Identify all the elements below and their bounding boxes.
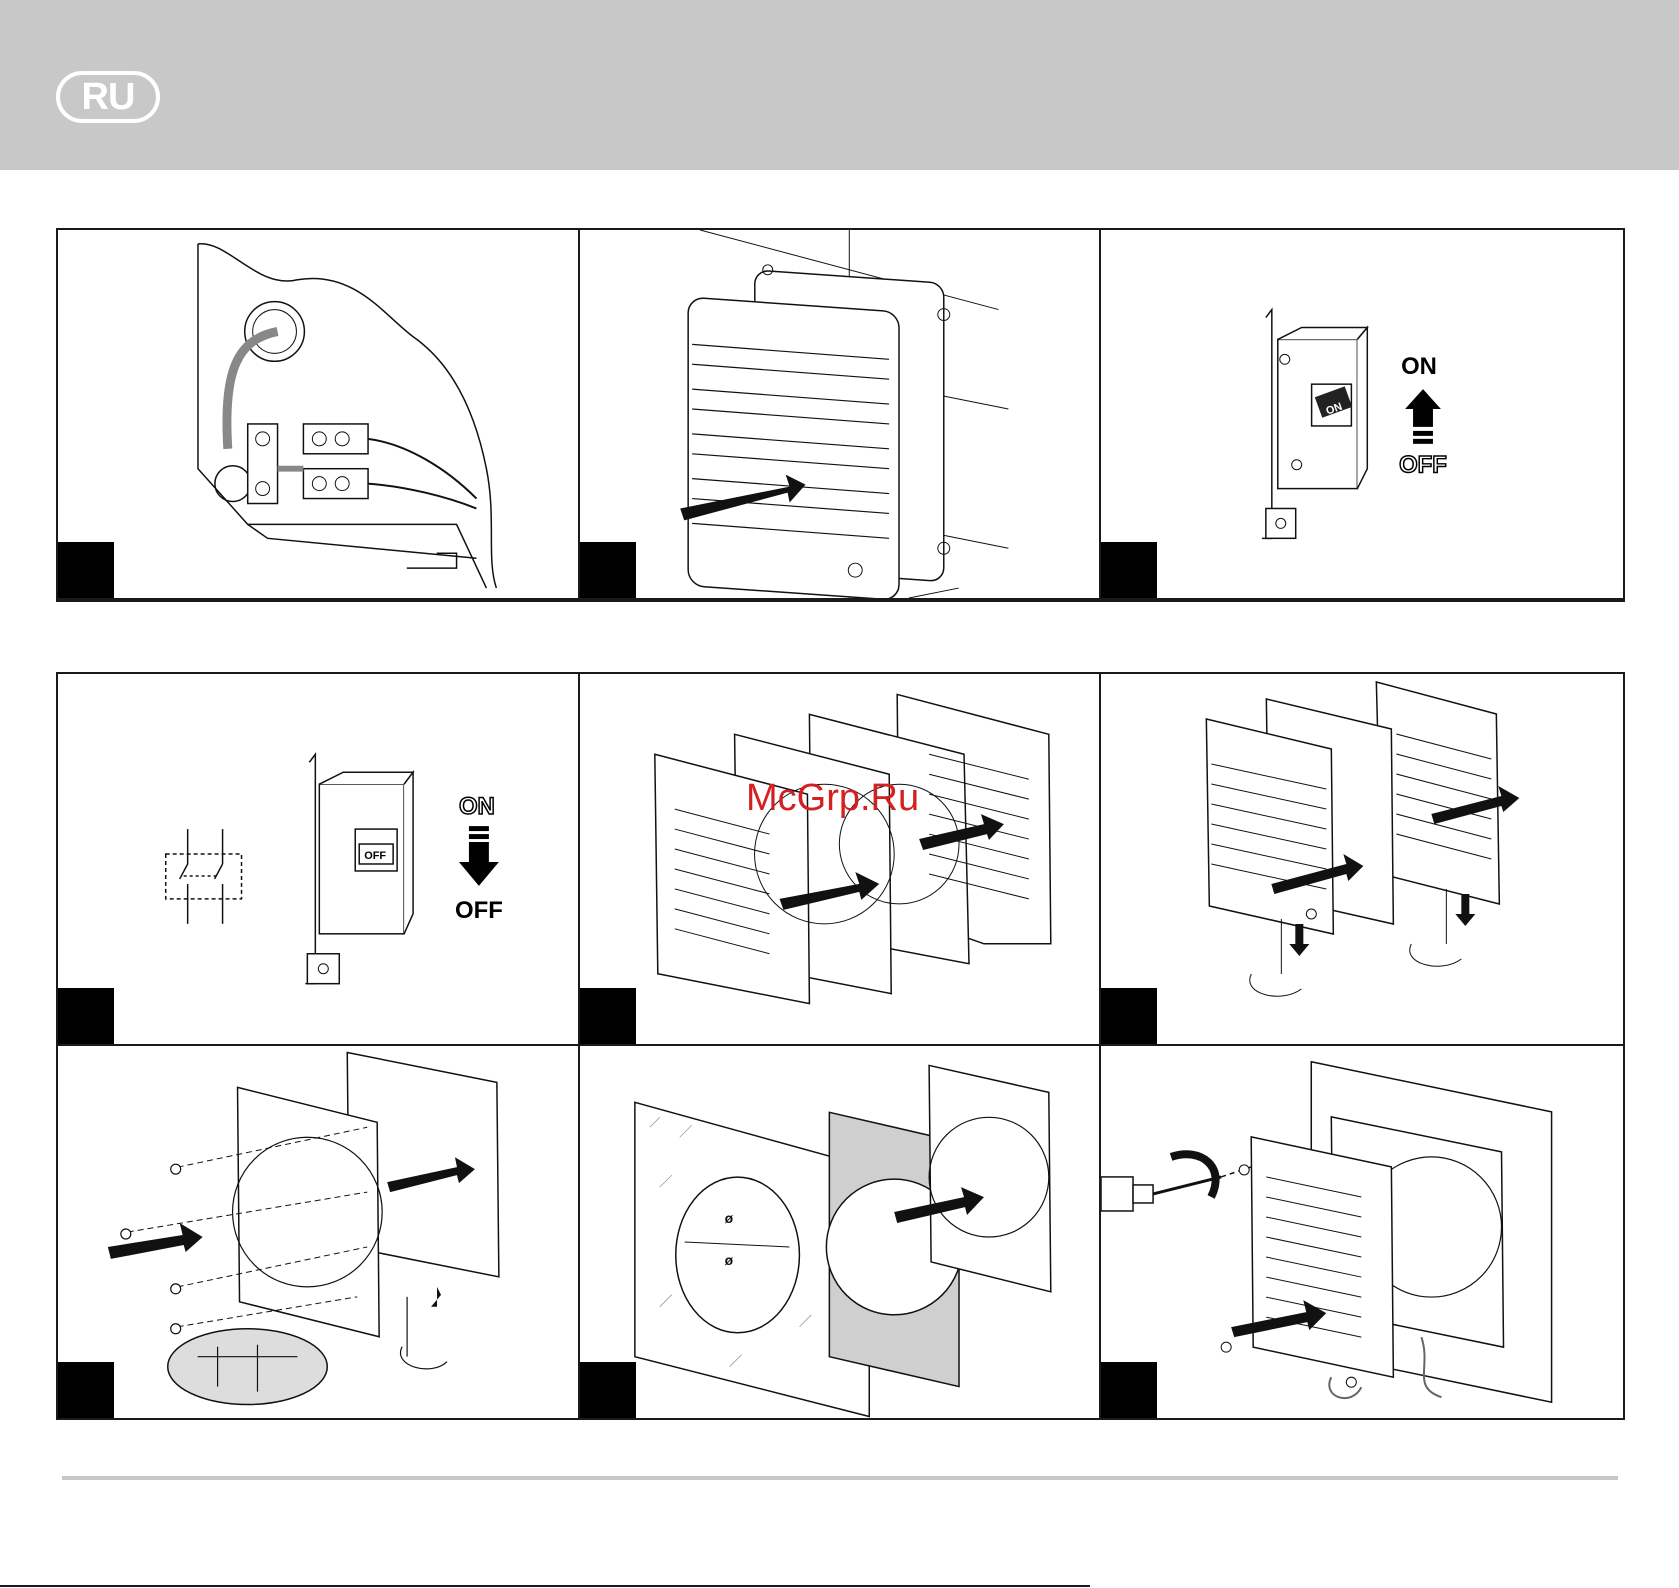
step-number-box xyxy=(580,1362,636,1418)
step-number-box xyxy=(1101,988,1157,1044)
diameter-label-1: ø xyxy=(724,1210,733,1226)
breaker-off-illustration: OFF ON OFF xyxy=(58,674,578,1044)
circuit-symbol xyxy=(166,829,242,924)
on-label: ON xyxy=(459,793,495,820)
exploded-parts-illustration xyxy=(580,674,1100,1044)
off-label: OFF xyxy=(1399,452,1447,479)
bottom-divider xyxy=(0,1585,1090,1587)
step-number-box xyxy=(58,1362,114,1418)
step-number-box xyxy=(1101,1362,1157,1418)
breaker-on-illustration: ON ON OFF xyxy=(1101,230,1623,598)
language-badge: RU xyxy=(56,71,160,123)
panel-mounting-frame xyxy=(58,1046,580,1418)
final-install-illustration xyxy=(1101,1046,1623,1418)
watermark-text: McGrp.Ru xyxy=(746,778,919,818)
panel-breaker-on: ON ON OFF xyxy=(1101,230,1623,600)
off-label: OFF xyxy=(455,897,503,924)
header-band: RU xyxy=(0,0,1679,170)
panel-final-install xyxy=(1101,1046,1623,1418)
step-number-box xyxy=(580,542,636,598)
step-number-box xyxy=(1101,542,1157,598)
instruction-row-1: ON ON OFF xyxy=(56,228,1625,602)
disassembly-screws-illustration xyxy=(1101,674,1623,1044)
step-number-box xyxy=(58,988,114,1044)
step-number-box xyxy=(58,542,114,598)
panel-wall-cutout: ø ø xyxy=(580,1046,1102,1418)
panel-exploded-parts xyxy=(580,674,1102,1046)
panel-wiring xyxy=(58,230,580,600)
grille-attach-illustration xyxy=(580,230,1100,598)
wiring-illustration xyxy=(58,230,578,598)
on-label: ON xyxy=(1401,353,1437,380)
mounting-frame-illustration xyxy=(58,1046,578,1418)
panel-breaker-off: OFF ON OFF xyxy=(58,674,580,1046)
step-number-box xyxy=(580,988,636,1044)
panel-grille-attach xyxy=(580,230,1102,600)
wall-cutout-illustration: ø ø xyxy=(580,1046,1100,1418)
footer-divider xyxy=(62,1476,1618,1480)
panel-disassembly-screws xyxy=(1101,674,1623,1046)
diameter-label-2: ø xyxy=(724,1252,733,1268)
switch-label: OFF xyxy=(364,850,386,862)
